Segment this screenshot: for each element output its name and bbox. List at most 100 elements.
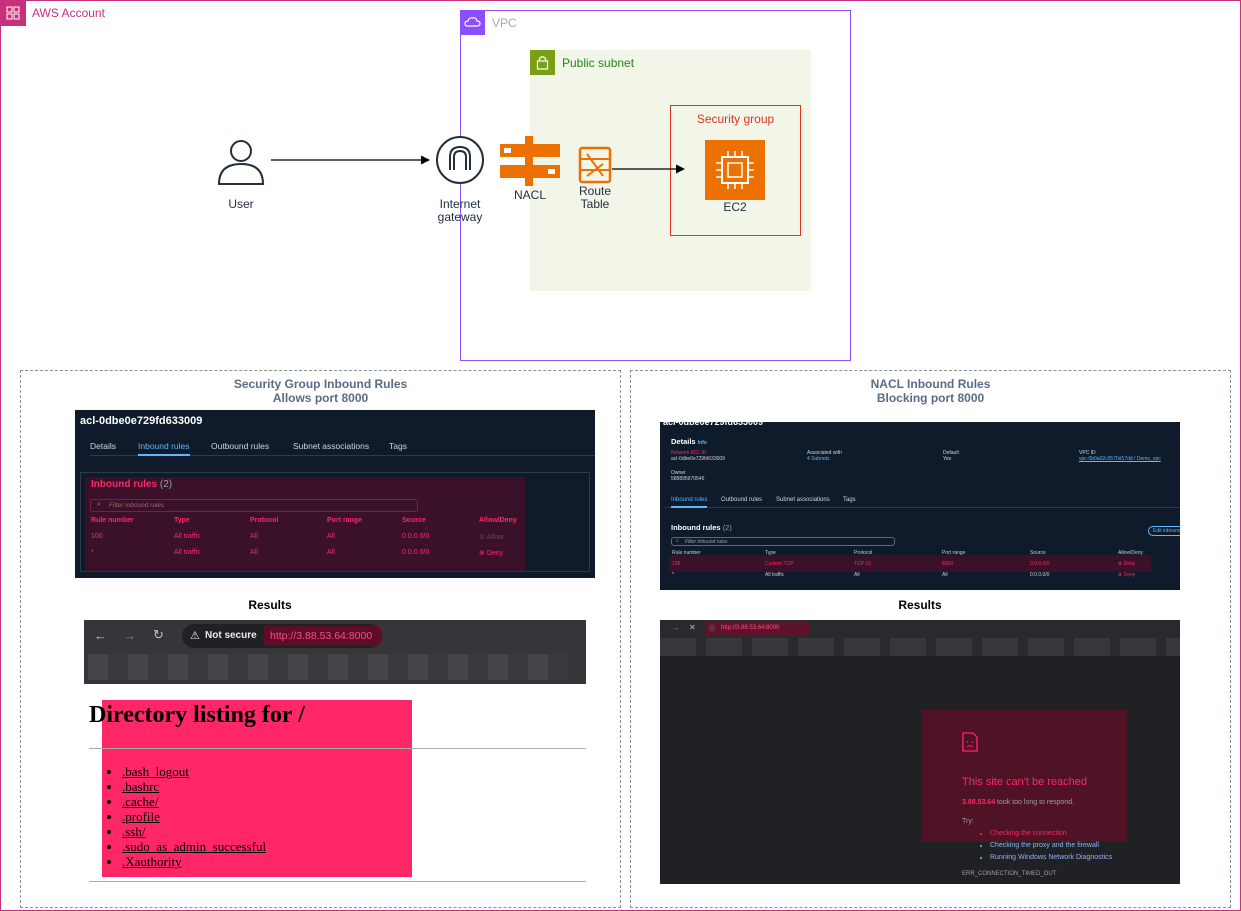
file-link-sudo[interactable]: .sudo_as_admin_successful (122, 839, 266, 854)
tab-tags[interactable]: Tags (389, 441, 407, 451)
forward-arrow-icon[interactable]: → (672, 623, 680, 632)
tip-check-proxy-firewall[interactable]: Checking the proxy and the firewall (990, 840, 1112, 852)
field-label: Network ACL ID (671, 450, 707, 456)
col-allow-deny: Allow/Deny (1118, 550, 1144, 556)
sg-console-screenshot: acl-0dbe0e729fd633009 Details Inbound ru… (75, 410, 595, 578)
field-value: acl-0dbe0e729fd633009 (671, 456, 725, 462)
field-value[interactable]: 4 Subnets (807, 456, 830, 462)
nacl-label: NACL (513, 188, 546, 202)
blurred-bookmarks-bar (660, 638, 1180, 656)
nacl-console-screenshot: acl-0dbe0e729fd633009 Details Info Netwo… (660, 422, 1180, 590)
cell: All (327, 533, 335, 540)
sg-panel-title: Security Group Inbound Rules Allows port… (20, 377, 621, 405)
info-link[interactable]: Info (697, 440, 707, 446)
filter-input[interactable]: ⌕ Filter inbound rules (671, 537, 895, 546)
tab-inbound-rules[interactable]: Inbound rules (671, 497, 708, 508)
field-label: VPC ID (1079, 450, 1096, 456)
field-label: Default (943, 450, 959, 456)
highlight-overlay (85, 477, 525, 572)
file-link-bashrc[interactable]: .bashrc (122, 779, 266, 794)
try-label: Try: (962, 818, 974, 825)
ec2-icon (705, 140, 765, 205)
file-link-xauthority[interactable]: .Xauthority (122, 854, 266, 869)
tab-outbound-rules[interactable]: Outbound rules (721, 497, 763, 503)
inbound-rules-title: Inbound rules (2) (91, 479, 172, 490)
top-rule (89, 748, 586, 749)
file-list: .bash_logout .bashrc .cache/ .profile .s… (106, 764, 266, 869)
col-rule-number: Rule number (672, 550, 701, 556)
public-subnet-label: Public subnet (562, 56, 635, 70)
tab-tags[interactable]: Tags (843, 497, 856, 503)
error-browser-screenshot: → ✕ ⓘ http://3.88.53.64:8000 This site c… (660, 620, 1180, 884)
cell: All (250, 549, 258, 556)
bottom-rule (89, 881, 586, 882)
igw-label-line1: Internet (439, 197, 481, 211)
acl-id-heading: acl-0dbe0e729fd633009 (80, 415, 203, 427)
details-text: Details (671, 437, 696, 446)
field-label: Owner (671, 470, 686, 476)
file-link-ssh[interactable]: .ssh/ (122, 824, 266, 839)
console-tabs: Inbound rules Outbound rules Subnet asso… (665, 494, 1180, 508)
tab-inbound-rules[interactable]: Inbound rules (138, 441, 190, 456)
filter-placeholder: Filter inbound rules (685, 539, 728, 545)
browser-chrome: ← → ↻ ⚠ Not secure http://3.88.53.64:800… (84, 620, 586, 684)
details-heading: Details Info (671, 437, 707, 446)
field-network-acl-id: Network ACL ID acl-0dbe0e729fd633009 (671, 450, 725, 462)
file-link-cache[interactable]: .cache/ (122, 794, 266, 809)
allow-badge: ⊘ Allow (479, 534, 504, 541)
cell: 0.0.0.0/0 (1030, 561, 1050, 567)
col-port-range: Port range (942, 550, 966, 556)
tab-details[interactable]: Details (90, 441, 116, 451)
sg-rules-panel (20, 370, 621, 908)
nacl-rules-panel (630, 370, 1231, 908)
cell: All traffic (174, 549, 201, 556)
tab-subnet-associations[interactable]: Subnet associations (293, 441, 370, 451)
url-text: http://3.88.53.64:8000 (270, 630, 373, 642)
user-label: User (228, 197, 254, 211)
internet-gateway-label: Internet gateway (425, 198, 495, 224)
sad-page-icon (962, 732, 978, 756)
tip-windows-diagnostics[interactable]: Running Windows Network Diagnostics (990, 852, 1112, 864)
cell: All (327, 549, 335, 556)
nacl-panel-title-line1: NACL Inbound Rules (870, 377, 991, 391)
col-type: Type (765, 550, 776, 556)
blurred-bookmarks-bar (88, 654, 568, 680)
reload-icon[interactable]: ↻ (153, 627, 164, 642)
edit-inbound-button[interactable]: Edit inbound (1148, 526, 1180, 536)
allow-text: Allow (486, 534, 504, 541)
filter-input[interactable]: ⌕ Filter inbound rules (90, 499, 418, 512)
cell: 0.0.0.0/0 (402, 533, 430, 540)
cell: 0.0.0.0/0 (1030, 572, 1050, 578)
file-link-profile[interactable]: .profile (122, 809, 266, 824)
highlight-overlay (922, 710, 1127, 842)
tip-check-connection: Checking the connection (990, 828, 1112, 840)
field-owner: Owner 588895970546 (671, 470, 704, 482)
user-icon (216, 136, 266, 191)
cell: * (672, 572, 674, 578)
tab-subnet-associations[interactable]: Subnet associations (776, 497, 830, 503)
field-default: Default Yes (943, 450, 959, 462)
deny-text: Deny (486, 550, 504, 557)
sg-results-label: Results (248, 598, 292, 612)
url-highlight (264, 626, 382, 646)
directory-heading: Directory listing for / (89, 702, 305, 728)
back-arrow-icon[interactable]: ← (94, 628, 107, 643)
cell: All (250, 533, 258, 540)
col-allow-deny: Allow/Deny (479, 517, 517, 524)
field-value[interactable]: vpc-0b0a02c0570d17dd / Demo_vpc (1079, 456, 1161, 462)
search-icon: ⌕ (97, 501, 101, 508)
tab-outbound-rules[interactable]: Outbound rules (211, 441, 270, 451)
file-link-bash-logout[interactable]: .bash_logout (122, 764, 266, 779)
close-icon[interactable]: ✕ (689, 623, 696, 632)
col-protocol: Protocol (250, 517, 279, 524)
col-source: Source (1030, 550, 1046, 556)
forward-arrow-icon[interactable]: → (123, 628, 136, 643)
cell: 0.0.0.0/0 (402, 549, 430, 556)
route-table-icon (578, 146, 612, 189)
inbound-rules-title: Inbound rules (2) (671, 523, 732, 532)
internet-gateway-icon (435, 135, 485, 190)
browser-toolbar: → ✕ ⓘ http://3.88.53.64:8000 (660, 620, 1180, 638)
vpc-label: VPC (492, 16, 517, 30)
address-bar[interactable]: ⚠ Not secure http://3.88.53.64:8000 (182, 624, 382, 648)
